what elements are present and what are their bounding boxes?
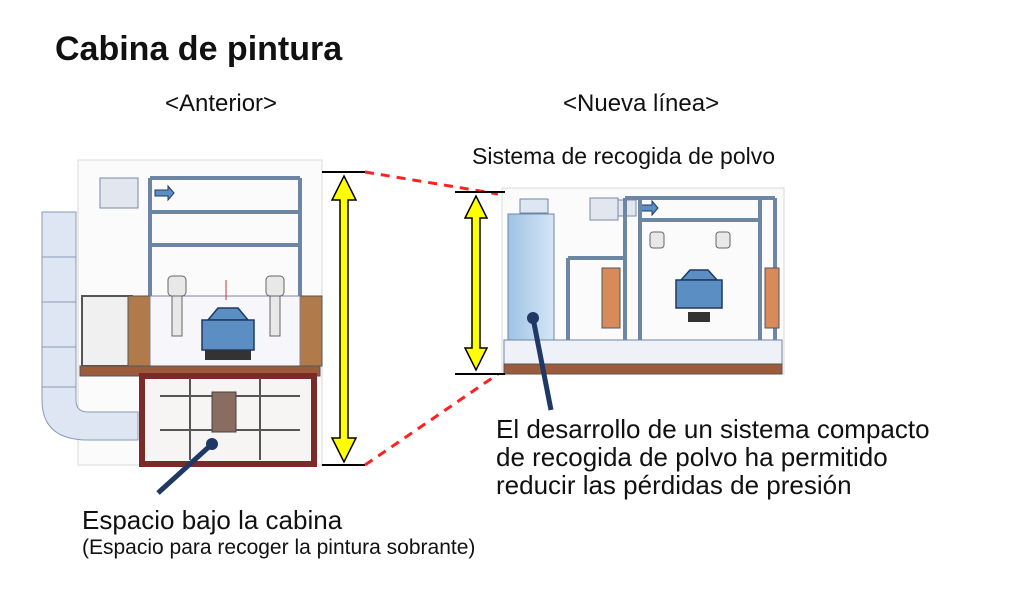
under-booth-pit (139, 373, 317, 467)
callout-new (527, 312, 554, 411)
old-structure-frame (148, 176, 302, 300)
dashed-connector (364, 170, 499, 467)
height-arrow-new (455, 191, 505, 375)
before-note: Espacio bajo la cabina (82, 505, 343, 535)
after-note-line: El desarrollo de un sistema compacto (496, 414, 930, 444)
paint-robot-left (167, 275, 187, 337)
callout-old (156, 438, 218, 495)
car-body-new (675, 269, 723, 309)
car-body (201, 307, 255, 351)
new-booth-floor (503, 363, 783, 375)
label-before: <Anterior> (165, 90, 278, 117)
exhaust-duct (41, 211, 139, 441)
fan-unit (99, 177, 139, 209)
after-note-line: reducir las pérdidas de presión (496, 470, 852, 500)
dust-collection-label: Sistema de recogida de polvo (472, 143, 776, 169)
before-note-sub: (Espacio para recoger la pintura sobrant… (82, 536, 476, 559)
label-after: <Nueva línea> (563, 90, 720, 117)
new-booth (501, 187, 785, 375)
old-booth (41, 159, 323, 467)
after-note: El desarrollo de un sistema compacto de … (496, 415, 1006, 499)
paint-robot-right (265, 275, 285, 337)
height-arrow-old (322, 171, 365, 466)
paint-robots-new (649, 231, 731, 249)
airflow-arrow-icon (154, 184, 175, 202)
page-title: Cabina de pintura (55, 30, 343, 68)
after-note-line: de recogida de polvo ha permitido (496, 442, 888, 472)
